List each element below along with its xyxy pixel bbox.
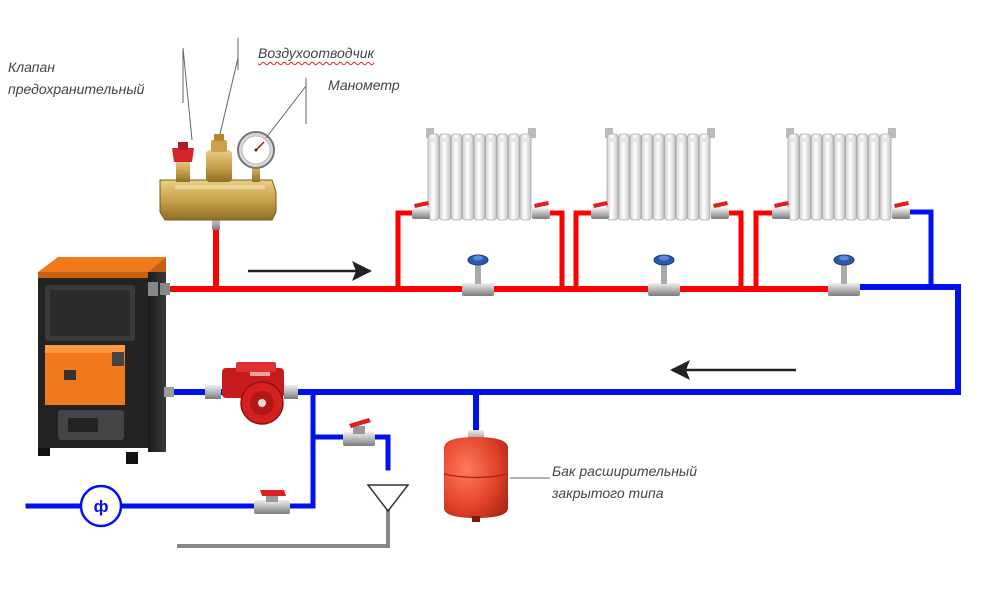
radiator-1-return-riser	[540, 210, 565, 292]
radiator-valve-icon	[892, 201, 910, 219]
radiator-valve-icon	[591, 201, 609, 219]
expansion-tank-label: Бак расширительный закрытого типа	[552, 460, 697, 504]
manometer-label: Манометр	[328, 77, 400, 93]
air-vent-label: Воздухоотводчик	[258, 45, 375, 61]
radiator-icon	[591, 128, 729, 221]
flow-arrows	[248, 261, 796, 380]
needle-valve-icon	[828, 254, 860, 296]
manometer-icon	[237, 131, 275, 182]
drain-branch-pipe	[310, 434, 391, 471]
drain-pipe	[177, 506, 390, 548]
radiator-1-supply-riser	[395, 210, 419, 292]
radiator-3-supply-riser	[753, 210, 779, 292]
safety-group-icon	[159, 131, 277, 230]
return-main-pipe	[168, 284, 961, 395]
return-pipes	[25, 209, 961, 509]
radiator-2-return-riser	[719, 210, 744, 292]
safety-valve-label-line1: Клапан	[8, 59, 55, 75]
radiator-valve-icon	[772, 201, 790, 219]
supply-pipes	[163, 210, 849, 292]
filter-icon: ф	[79, 484, 123, 528]
pump-icon	[205, 362, 298, 425]
radiator-icon	[412, 128, 550, 221]
return-riser-3	[905, 209, 934, 290]
safety-valve-label-line2: предохранительный	[8, 81, 145, 97]
safety-valve-icon	[172, 142, 194, 182]
air-vent-icon	[206, 134, 232, 182]
expansion-tank-label-line1: Бак расширительный	[552, 463, 697, 479]
boiler-supply-fitting	[160, 283, 170, 295]
expansion-tank-label-line2: закрытого типа	[552, 485, 664, 501]
radiators	[412, 128, 910, 221]
radiator-2-supply-riser	[573, 210, 599, 292]
makeup-pipe	[25, 389, 316, 509]
safety-valve-label: Клапан предохранительный	[8, 56, 144, 100]
expansion-tank-icon	[443, 430, 509, 522]
radiator-valve-icon	[711, 201, 729, 219]
needle-valve-icon	[462, 254, 494, 296]
ball-valve-makeup-icon	[254, 490, 290, 514]
funnel-icon	[366, 484, 410, 513]
drain-line	[177, 506, 390, 548]
boiler-icon	[38, 257, 174, 464]
ball-valve-icon	[343, 418, 375, 446]
label-leader-lines	[182, 38, 307, 141]
needle-valve-icon	[648, 254, 680, 296]
bypass-valves	[462, 254, 860, 296]
radiator-valve-icon	[532, 201, 550, 219]
filter-symbol: ф	[94, 497, 109, 516]
radiator-valve-icon	[412, 201, 430, 219]
radiator-icon	[772, 128, 910, 221]
